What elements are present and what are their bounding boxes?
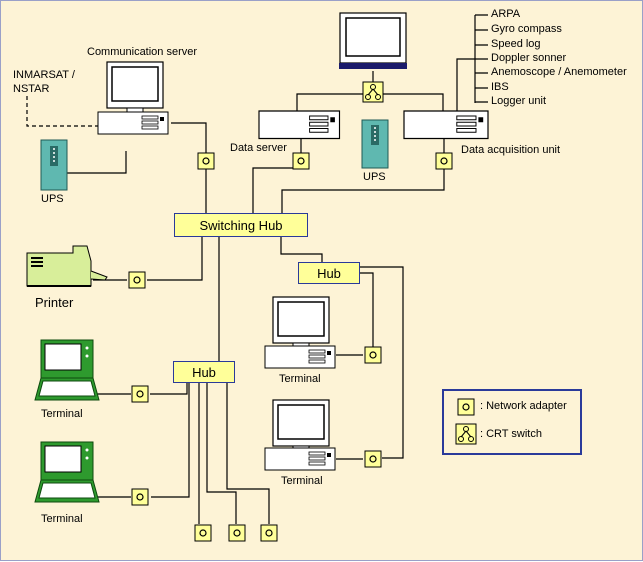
crt-switch-icon: [362, 81, 384, 103]
label-terminal-4: Terminal: [281, 475, 323, 487]
switching-hub: Switching Hub: [174, 213, 308, 237]
data-server-icon: [258, 110, 341, 140]
hub-right: Hub: [298, 262, 360, 284]
label-ups-left: UPS: [41, 193, 64, 205]
label-terminal-3: Terminal: [279, 373, 321, 385]
shared-monitor-icon: [339, 12, 407, 69]
sensor-anemoscope: Anemoscope / Anemometer: [491, 66, 627, 78]
network-adapter-spare-2: [228, 524, 246, 542]
connection-lines: [26, 14, 488, 524]
label-terminal-1: Terminal: [41, 408, 83, 420]
network-adapter-printer: [128, 271, 146, 289]
laptop-terminal-1-icon: [34, 339, 100, 401]
legend-crt-switch-icon: [455, 423, 477, 445]
sensor-gyro-compass: Gyro compass: [491, 23, 562, 35]
label-data-acquisition-unit: Data acquisition unit: [461, 144, 561, 156]
label-inmarsat: INMARSAT /: [13, 69, 75, 81]
network-adapter-terminal-2: [131, 488, 149, 506]
network-adapter-terminal-1: [131, 385, 149, 403]
sensor-arpa: ARPA: [491, 8, 521, 20]
sensor-doppler-sonner: Doppler sonner: [491, 52, 567, 64]
legend-network-adapter-label: : Network adapter: [480, 400, 567, 412]
ups-mid-icon: [361, 119, 389, 169]
label-data-server: Data server: [230, 142, 287, 154]
sensor-speed-log: Speed log: [491, 38, 541, 50]
printer-icon: [26, 245, 108, 287]
network-adapter-data-acq: [435, 152, 453, 170]
label-communication-server: Communication server: [87, 46, 198, 58]
network-adapter-terminal-4: [364, 450, 382, 468]
desktop-terminal-3-icon: [264, 296, 336, 369]
legend-box: [442, 389, 582, 455]
network-adapter-spare-3: [260, 524, 278, 542]
laptop-terminal-2-icon: [34, 441, 100, 503]
network-adapter-data-server: [292, 152, 310, 170]
legend-crt-switch-label: : CRT switch: [480, 428, 542, 440]
communication-server-icon: [97, 61, 169, 135]
network-adapter-comm-server: [197, 152, 215, 170]
ups-left-icon: [40, 139, 68, 191]
label-terminal-2: Terminal: [41, 513, 83, 525]
label-nstar: NSTAR: [13, 83, 50, 95]
hub-left: Hub: [173, 361, 235, 383]
desktop-terminal-4-icon: [264, 399, 336, 471]
network-adapter-spare-1: [194, 524, 212, 542]
label-ups-mid: UPS: [363, 171, 386, 183]
label-printer: Printer: [35, 295, 74, 310]
data-acquisition-unit-icon: [403, 110, 489, 140]
sensor-ibs: IBS: [491, 81, 509, 93]
sensor-logger-unit: Logger unit: [491, 95, 547, 107]
network-adapter-terminal-3: [364, 346, 382, 364]
